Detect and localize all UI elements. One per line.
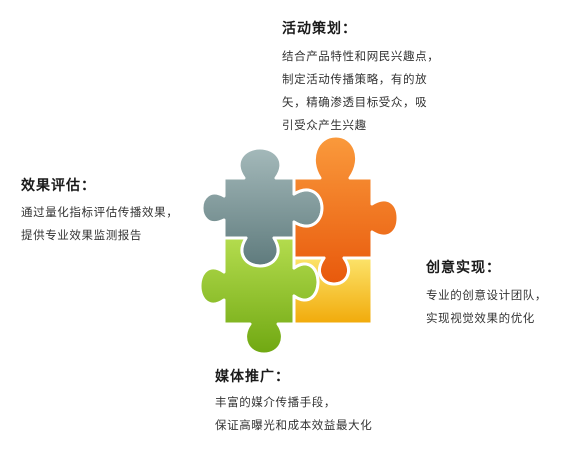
strategy-line: 矢，精确渗透目标受众，吸 <box>282 95 428 109</box>
evaluation-line: 通过量化指标评估传播效果， <box>21 205 179 219</box>
media-line: 丰富的媒介传播手段， <box>215 395 336 409</box>
puzzle-piece-orange <box>292 134 400 286</box>
creative-line: 实现视觉效果的优化 <box>426 311 535 325</box>
creative-line: 专业的创意设计团队， <box>426 288 547 302</box>
creative-block: 创意实现： 专业的创意设计团队， 实现视觉效果的优化 <box>426 259 547 330</box>
strategy-line: 制定活动传播策略，有的放 <box>282 72 428 86</box>
puzzle-piece-yellow <box>292 256 374 326</box>
strategy-block: 活动策划： 结合产品特性和网民兴趣点， 制定活动传播策略，有的放 矢，精确渗透目… <box>282 20 439 137</box>
creative-title: 创意实现： <box>426 260 501 276</box>
puzzle-graphic <box>198 134 400 356</box>
evaluation-block: 效果评估： 通过量化指标评估传播效果， 提供专业效果监测报告 <box>21 177 178 247</box>
media-title: 媒体推广： <box>215 369 290 385</box>
evaluation-title: 效果评估： <box>21 178 96 194</box>
evaluation-line: 提供专业效果监测报告 <box>21 228 142 242</box>
strategy-line: 引受众产生兴趣 <box>282 118 367 132</box>
strategy-title: 活动策划： <box>282 21 357 37</box>
media-block: 媒体推广： 丰富的媒介传播手段， 保证高曝光和成本效益最大化 <box>215 368 372 437</box>
strategy-line: 结合产品特性和网民兴趣点， <box>282 49 440 63</box>
media-line: 保证高曝光和成本效益最大化 <box>215 418 373 432</box>
